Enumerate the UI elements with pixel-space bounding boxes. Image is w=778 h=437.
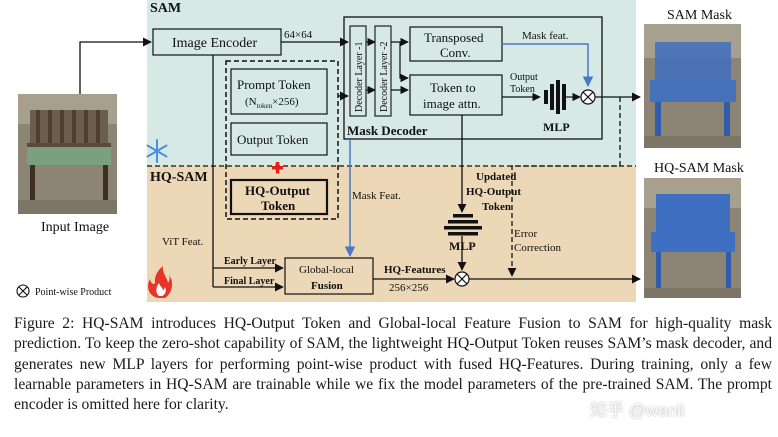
updated-token-label-line1: Updated — [476, 171, 516, 183]
decoder-branch-arrow — [399, 42, 409, 83]
sam-mask-image — [644, 24, 741, 148]
updated-token-label-line2: HQ-Output — [466, 186, 521, 198]
output-token-box — [230, 122, 328, 156]
mask-feat-top-arrow — [502, 43, 594, 88]
hq-features-label: HQ-Features — [384, 264, 446, 276]
decoder-layer-2-box — [374, 25, 392, 117]
prompt-token-label: Prompt Token — [237, 77, 311, 92]
output-token-arrow-label-line2: Token — [510, 84, 535, 95]
hq-sam-mask-image — [644, 178, 741, 298]
hq-sam-mask-label: HQ-SAM Mask — [654, 161, 744, 176]
mlp-top-label: MLP — [543, 120, 570, 134]
mlp-top-icon — [544, 80, 566, 114]
figure-caption: Figure 2: HQ-SAM introduces HQ-Output To… — [14, 315, 772, 414]
global-local-fusion-label-line1: Global-local — [299, 264, 354, 276]
mask-feat-hq-label: Mask Feat. — [352, 190, 401, 202]
input-image — [18, 94, 117, 214]
input-to-encoder-arrow — [79, 37, 152, 94]
error-correction-label-line1: Error — [514, 228, 538, 240]
mask-decoder-label: Mask Decoder — [347, 123, 428, 138]
hq-sam-architecture-figure: SAM HQ-SAM Input Image Image Encoder 64×… — [16, 0, 744, 302]
vit-feat-label: ViT Feat. — [162, 236, 204, 248]
hq-output-token-box — [229, 178, 329, 216]
output-token-label: Output Token — [237, 132, 309, 147]
global-local-fusion-label-line2: Fusion — [311, 280, 343, 292]
mlp-hq-icon — [444, 214, 482, 236]
hq-output-token-label-line1: HQ-Output — [245, 183, 311, 198]
updated-token-label-line3: Token — [482, 201, 511, 213]
token-to-image-label-line1: Token to — [430, 80, 476, 95]
fire-icon — [148, 266, 173, 298]
mask-decoder-box — [343, 16, 603, 140]
error-correction-dashed-arrow — [507, 97, 621, 277]
sam-section-label: SAM — [150, 1, 181, 16]
hq-output-token-label-line2: Token — [261, 198, 296, 213]
legend-point-wise-label: Point-wise Product — [35, 287, 112, 298]
snowflake-icon — [146, 139, 168, 163]
token-to-image-label-line2: image attn. — [423, 96, 481, 111]
final-layer-label: Final Layer — [224, 276, 275, 287]
plus-icon — [272, 162, 283, 174]
transposed-conv-label-line1: Transposed — [424, 30, 484, 45]
decoder-layer-1-box — [349, 25, 367, 117]
transposed-conv-label-line2: Conv. — [440, 45, 471, 60]
legend-product-icon — [16, 284, 30, 298]
input-image-label: Input Image — [41, 220, 109, 235]
early-layer-label: Early Layer — [224, 256, 276, 267]
token-to-image-attn-box — [409, 74, 503, 116]
decoder-layer-1-label: Decoder Layer -1 — [354, 41, 365, 112]
output-token-arrow-label-line1: Output — [510, 72, 538, 83]
product-top-icon — [580, 89, 596, 105]
decoder-layer-2-label: Decoder Layer -2 — [379, 41, 390, 112]
prompt-token-dim: (Ntoken×256) — [245, 96, 299, 110]
product-hq-icon — [454, 271, 470, 287]
sam-mask-label: SAM Mask — [667, 8, 732, 23]
encoder-output-size: 64×64 — [284, 29, 313, 41]
image-encoder-label: Image Encoder — [172, 36, 257, 51]
prompt-token-box — [230, 68, 328, 115]
watermark: 知乎 @wanli — [590, 401, 685, 420]
error-correction-label-line2: Correction — [514, 242, 562, 254]
token-group-dashed-box — [225, 60, 339, 220]
hq-sam-section-label: HQ-SAM — [150, 170, 208, 185]
image-encoder-box — [152, 28, 282, 56]
global-local-fusion-box — [284, 257, 374, 295]
hq-features-size: 256×256 — [389, 282, 429, 294]
mask-feat-top-label: Mask feat. — [522, 30, 569, 42]
